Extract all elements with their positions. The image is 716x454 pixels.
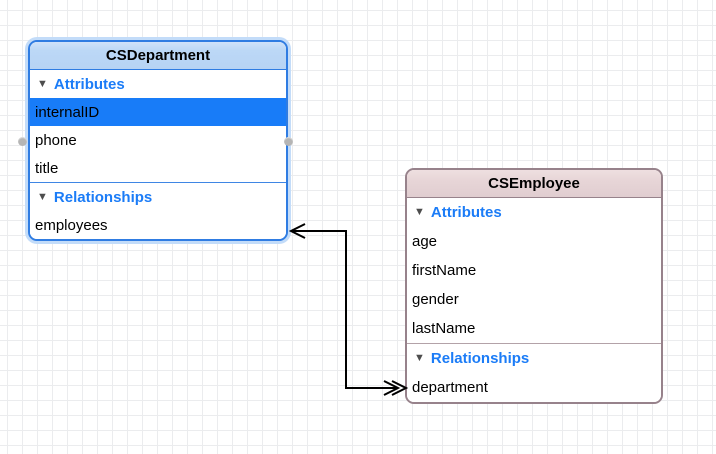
relationship-line[interactable] xyxy=(292,230,398,389)
section-header-relationships[interactable]: ▼ Relationships xyxy=(30,183,286,211)
to-one-arrowhead-icon xyxy=(288,223,306,239)
attribute-row-gender[interactable]: gender xyxy=(407,285,661,314)
section-header-attributes[interactable]: ▼ Attributes xyxy=(407,198,661,227)
to-many-arrowhead-icon xyxy=(391,380,409,396)
attribute-row-title[interactable]: title xyxy=(30,154,286,182)
disclosure-triangle-icon[interactable]: ▼ xyxy=(37,77,48,90)
entity-card-csdepartment[interactable]: CSDepartment ▼ Attributes internalID pho… xyxy=(28,40,288,241)
section-label: Relationships xyxy=(430,350,530,367)
entity-card-csemployee[interactable]: CSEmployee ▼ Attributes age firstName ge… xyxy=(405,168,663,404)
resize-handle-left[interactable] xyxy=(18,137,27,146)
attribute-row-lastname[interactable]: lastName xyxy=(407,314,661,343)
disclosure-triangle-icon[interactable]: ▼ xyxy=(414,352,425,364)
relationship-row-department[interactable]: department xyxy=(407,373,661,402)
entity-title[interactable]: CSEmployee xyxy=(407,170,661,198)
disclosure-triangle-icon[interactable]: ▼ xyxy=(414,206,425,218)
resize-handle-right[interactable] xyxy=(284,137,293,146)
attribute-row-firstname[interactable]: firstName xyxy=(407,256,661,285)
section-divider xyxy=(407,343,661,344)
section-header-relationships[interactable]: ▼ Relationships xyxy=(407,344,661,373)
relationship-row-employees[interactable]: employees xyxy=(30,211,286,239)
entity-title[interactable]: CSDepartment xyxy=(30,42,286,70)
to-many-arrowhead-icon xyxy=(383,380,401,396)
section-divider xyxy=(30,182,286,183)
section-label: Attributes xyxy=(430,204,502,221)
section-header-attributes[interactable]: ▼ Attributes xyxy=(30,70,286,98)
section-label: Attributes xyxy=(53,75,125,93)
attribute-row-phone[interactable]: phone xyxy=(30,126,286,154)
section-label: Relationships xyxy=(53,188,153,206)
disclosure-triangle-icon[interactable]: ▼ xyxy=(37,190,48,203)
attribute-row-internalid[interactable]: internalID xyxy=(30,98,286,126)
attribute-row-age[interactable]: age xyxy=(407,227,661,256)
